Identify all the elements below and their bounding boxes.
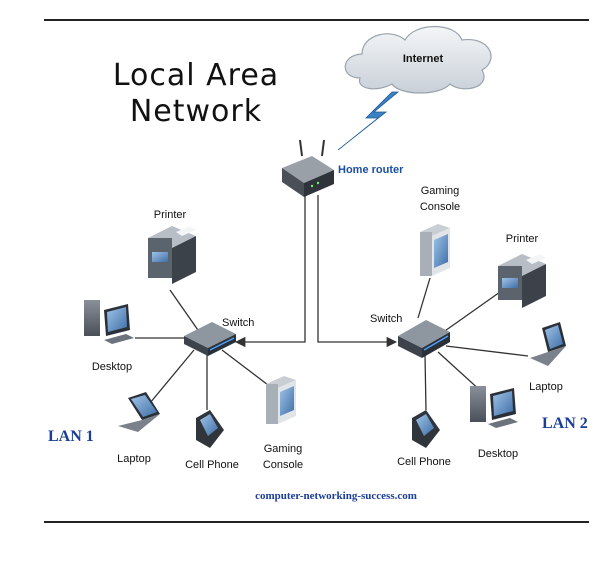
lan2-printer-icon: [498, 254, 546, 308]
lan1-console-label-2: Console: [263, 459, 303, 471]
lan1-cell-phone-icon: [196, 410, 224, 448]
lan2-gaming-console-icon: [420, 224, 450, 276]
link-switch2-desktop: [437, 351, 483, 393]
lan2-printer-label: Printer: [506, 233, 539, 245]
internet-cloud: Internet: [344, 26, 492, 94]
lan2-label: LAN 2: [542, 415, 588, 432]
lan1-label: LAN 1: [48, 428, 94, 445]
internet-label: Internet: [403, 53, 444, 65]
lan2-desktop-label: Desktop: [478, 448, 518, 460]
link-switch2-laptop: [445, 345, 529, 357]
link-router-switch1: [234, 195, 306, 348]
lan1-laptop-label: Laptop: [117, 453, 151, 465]
lan2-switch-icon: [398, 320, 450, 358]
lan1-switch-icon: [184, 322, 236, 356]
lan1-printer-icon: [148, 226, 196, 284]
router-icon: [282, 139, 334, 197]
link-switch1-printer: [169, 289, 201, 334]
title-line-1: Local Area: [112, 58, 280, 93]
lightning-link-icon: [337, 91, 400, 151]
lan2-cell-phone-label: Cell Phone: [397, 456, 451, 468]
diagram-frame: [44, 19, 589, 523]
lan1-console-label-1: Gaming: [264, 443, 303, 455]
link-switch1-laptop: [149, 349, 195, 404]
lan1-laptop-icon: [118, 392, 160, 432]
lan2-cell-phone-icon: [412, 410, 440, 448]
link-switch2-printer: [441, 291, 501, 334]
lan2-switch-label: Switch: [370, 313, 402, 325]
link-switch1-console: [221, 349, 273, 389]
website-credit: computer-networking-success.com: [255, 490, 417, 502]
lan2-laptop-icon: [530, 322, 566, 366]
link-switch2-phone: [424, 354, 427, 411]
lan1-printer-label: Printer: [154, 209, 187, 221]
lan1-gaming-console-icon: [266, 376, 296, 424]
router-label: Home router: [338, 164, 404, 176]
lan2-console-label-2: Console: [420, 201, 460, 213]
lan1-cell-phone-label: Cell Phone: [185, 459, 239, 471]
lan1-switch-label: Switch: [222, 317, 254, 329]
title-line-2: Network: [129, 94, 263, 129]
lan1-desktop-icon: [84, 300, 134, 344]
lan2-desktop-icon: [470, 386, 518, 428]
link-switch2-console: [417, 277, 431, 319]
lan2-laptop-label: Laptop: [529, 381, 563, 393]
link-router-switch2: [317, 195, 398, 348]
lan2-console-label-1: Gaming: [421, 185, 460, 197]
lan1-desktop-label: Desktop: [92, 361, 132, 373]
connections: [135, 195, 529, 411]
diagram-title: Local Area Network: [96, 58, 296, 130]
